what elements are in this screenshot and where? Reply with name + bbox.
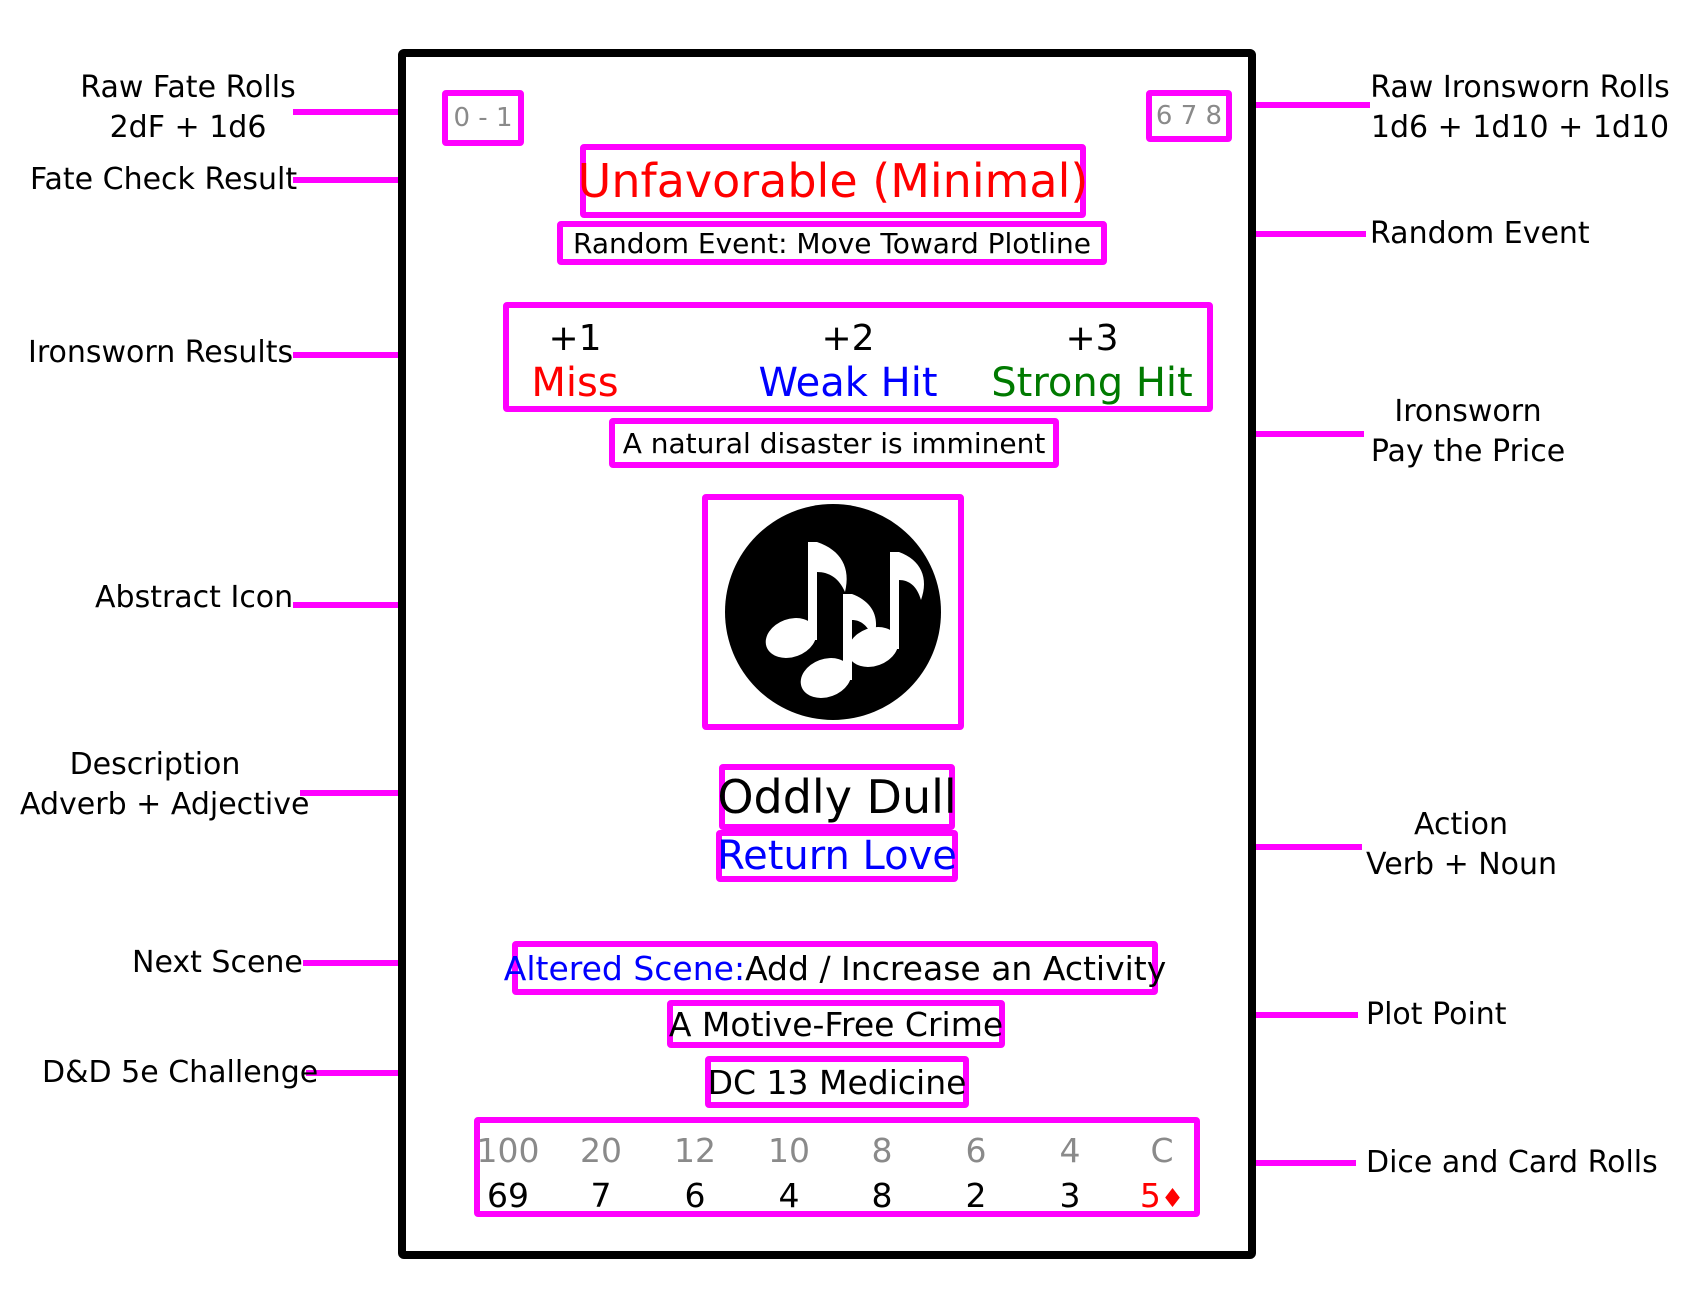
dice-d12: 12 6 xyxy=(650,1129,740,1219)
ironsworn-result-strong-hit: +3 Strong Hit xyxy=(942,318,1242,406)
card-draw: C 5♦ xyxy=(1117,1129,1207,1222)
annotation-action: Action Verb + Noun xyxy=(1366,805,1558,885)
raw-fate-rolls: 0 - 1 xyxy=(442,90,524,146)
die-label: 6 xyxy=(965,1131,987,1170)
fate-check-result: Unfavorable (Minimal) xyxy=(578,144,1088,218)
annotation-description-line2: Adverb + Adjective xyxy=(20,787,310,822)
annotation-action-line1: Action xyxy=(1414,807,1508,842)
card-rank: 5 xyxy=(1139,1176,1161,1215)
annotation-pay-the-price: Ironsworn Pay the Price xyxy=(1368,392,1568,472)
next-scene: Altered Scene:Add / Increase an Activity xyxy=(504,941,1166,995)
annotation-pay-the-price-line2: Pay the Price xyxy=(1370,434,1566,469)
annotation-abstract-icon: Abstract Icon xyxy=(95,580,294,615)
annotation-raw-ironsworn-rolls-line2: 1d6 + 1d10 + 1d10 xyxy=(1370,110,1670,145)
plot-point: A Motive-Free Crime xyxy=(667,1000,1005,1048)
ironsworn-outcome: Miss xyxy=(531,360,619,406)
raw-ironsworn-rolls: 6 7 8 xyxy=(1146,90,1232,142)
annotation-fate-check-result: Fate Check Result xyxy=(30,162,298,197)
ironsworn-outcome: Weak Hit xyxy=(758,360,938,406)
ironsworn-modifier: +3 xyxy=(1065,318,1119,359)
ironsworn-results: +1 Miss +2 Weak Hit +3 Strong Hit xyxy=(503,302,1213,412)
ironsworn-modifier: +2 xyxy=(821,318,875,359)
dice-and-card-rolls: 100 69 20 7 12 6 10 4 8 8 6 2 4 3 C xyxy=(474,1117,1200,1217)
abstract-icon-frame xyxy=(702,494,964,730)
ironsworn-result-weak-hit: +2 Weak Hit xyxy=(718,318,978,406)
annotation-description-line1: Description xyxy=(69,747,241,782)
annotation-next-scene: Next Scene xyxy=(132,945,303,980)
die-value: 7 xyxy=(590,1176,612,1215)
die-value: 3 xyxy=(1059,1176,1081,1215)
annotation-action-line2: Verb + Noun xyxy=(1366,847,1558,882)
die-label: 8 xyxy=(871,1131,893,1170)
oracle-card: 0 - 1 6 7 8 Unfavorable (Minimal) Random… xyxy=(398,49,1256,1259)
die-label: 12 xyxy=(674,1131,716,1170)
die-value: 8 xyxy=(871,1176,893,1215)
dice-d8: 8 8 xyxy=(837,1129,927,1219)
die-label: 20 xyxy=(580,1131,622,1170)
pay-the-price: A natural disaster is imminent xyxy=(609,418,1059,468)
action: Return Love xyxy=(716,830,958,882)
dice-d100: 100 69 xyxy=(463,1129,553,1219)
annotation-ironsworn-results: Ironsworn Results xyxy=(28,335,294,370)
description: Oddly Dull xyxy=(717,764,957,830)
annotation-description: Description Adverb + Adjective xyxy=(20,745,310,825)
dice-d6: 6 2 xyxy=(931,1129,1021,1219)
die-value: 4 xyxy=(778,1176,800,1215)
die-label: 100 xyxy=(476,1131,540,1170)
next-scene-type: Altered Scene: xyxy=(503,948,746,988)
challenge: DC 13 Medicine xyxy=(705,1056,969,1108)
ironsworn-result-miss: +1 Miss xyxy=(445,318,705,406)
annotation-raw-fate-rolls-line1: Raw Fate Rolls xyxy=(80,70,296,105)
annotation-raw-ironsworn-rolls-line1: Raw Ironsworn Rolls xyxy=(1370,70,1670,105)
die-value: 6 xyxy=(684,1176,706,1215)
die-value: 69 xyxy=(487,1176,529,1215)
next-scene-detail: Add / Increase an Activity xyxy=(745,948,1167,988)
annotation-random-event: Random Event xyxy=(1370,216,1590,251)
dice-d10: 10 4 xyxy=(744,1129,834,1219)
music-notes-icon xyxy=(725,504,941,720)
card-value: 5♦ xyxy=(1117,1173,1207,1222)
annotation-challenge: D&D 5e Challenge xyxy=(42,1055,319,1090)
annotation-plot-point: Plot Point xyxy=(1366,997,1507,1032)
annotation-pay-the-price-line1: Ironsworn xyxy=(1394,394,1542,429)
die-label: 10 xyxy=(768,1131,810,1170)
die-label: 4 xyxy=(1059,1131,1081,1170)
annotation-raw-fate-rolls: Raw Fate Rolls 2dF + 1d6 xyxy=(78,68,298,148)
random-event: Random Event: Move Toward Plotline xyxy=(557,221,1107,265)
dice-d20: 20 7 xyxy=(556,1129,646,1219)
ironsworn-outcome: Strong Hit xyxy=(991,360,1193,406)
card-label: C xyxy=(1150,1131,1174,1170)
ironsworn-modifier: +1 xyxy=(548,318,602,359)
die-value: 2 xyxy=(965,1176,987,1215)
diamond-suit-icon: ♦ xyxy=(1160,1184,1185,1214)
annotation-raw-fate-rolls-line2: 2dF + 1d6 xyxy=(109,110,267,145)
annotation-dice-rolls: Dice and Card Rolls xyxy=(1366,1145,1658,1180)
dice-d4: 4 3 xyxy=(1025,1129,1115,1219)
annotation-raw-ironsworn-rolls: Raw Ironsworn Rolls 1d6 + 1d10 + 1d10 xyxy=(1370,68,1670,148)
